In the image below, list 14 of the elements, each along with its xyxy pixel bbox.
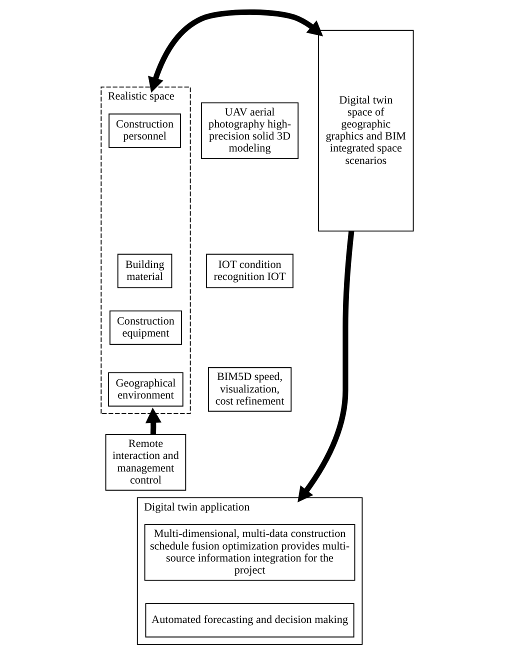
node-box: Geographical environment <box>108 372 183 407</box>
arrow <box>148 9 323 93</box>
node-box: Digital twin space of geographic graphics and BIM integrated space scenarios <box>318 30 414 232</box>
node-box: IOT condition recognition IOT <box>206 254 293 288</box>
node-box: Building material <box>116 254 172 288</box>
node-box: BIM5D speed, visualization, cost refinement <box>207 367 292 412</box>
node-box: Automated forecasting and decision making <box>144 603 354 638</box>
node-box: Remote interaction and management control <box>104 434 186 491</box>
arrow <box>144 408 161 434</box>
node-box: Construction equipment <box>109 310 182 345</box>
node-box: Construction personnel <box>108 114 181 148</box>
node-box: UAV aerial photography high-precision solid 3D modeling <box>200 102 298 160</box>
arrow <box>297 230 354 502</box>
node-box: Multi-dimensional, multi-data construction schedule fusion optimization provides multi-source information integration for the project <box>144 524 355 581</box>
